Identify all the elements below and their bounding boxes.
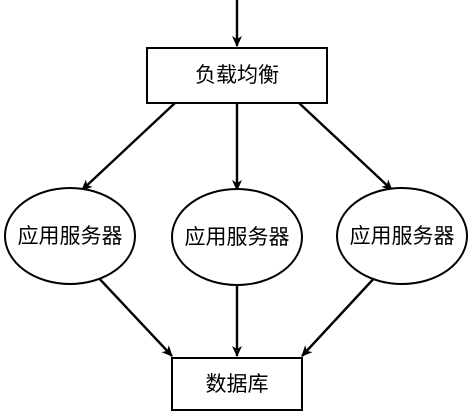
arrow-server-1-to-db [94,273,173,357]
arrow-lb-to-server-1 [81,102,176,191]
app-server-3-label: 应用服务器 [350,224,455,248]
app-server-2-label: 应用服务器 [185,225,290,249]
database-box [171,357,303,411]
arrow-lb-to-server-3 [298,102,393,191]
app-server-1-label: 应用服务器 [18,224,123,248]
app-server-1-node [4,187,136,285]
app-server-3-node [336,187,468,285]
app-server-2-node [171,188,303,286]
database-label: 数据库 [206,372,269,396]
arrow-server-3-to-db [301,273,379,357]
load-balancer-label: 负载均衡 [195,63,279,87]
load-balancer-box [146,47,328,104]
